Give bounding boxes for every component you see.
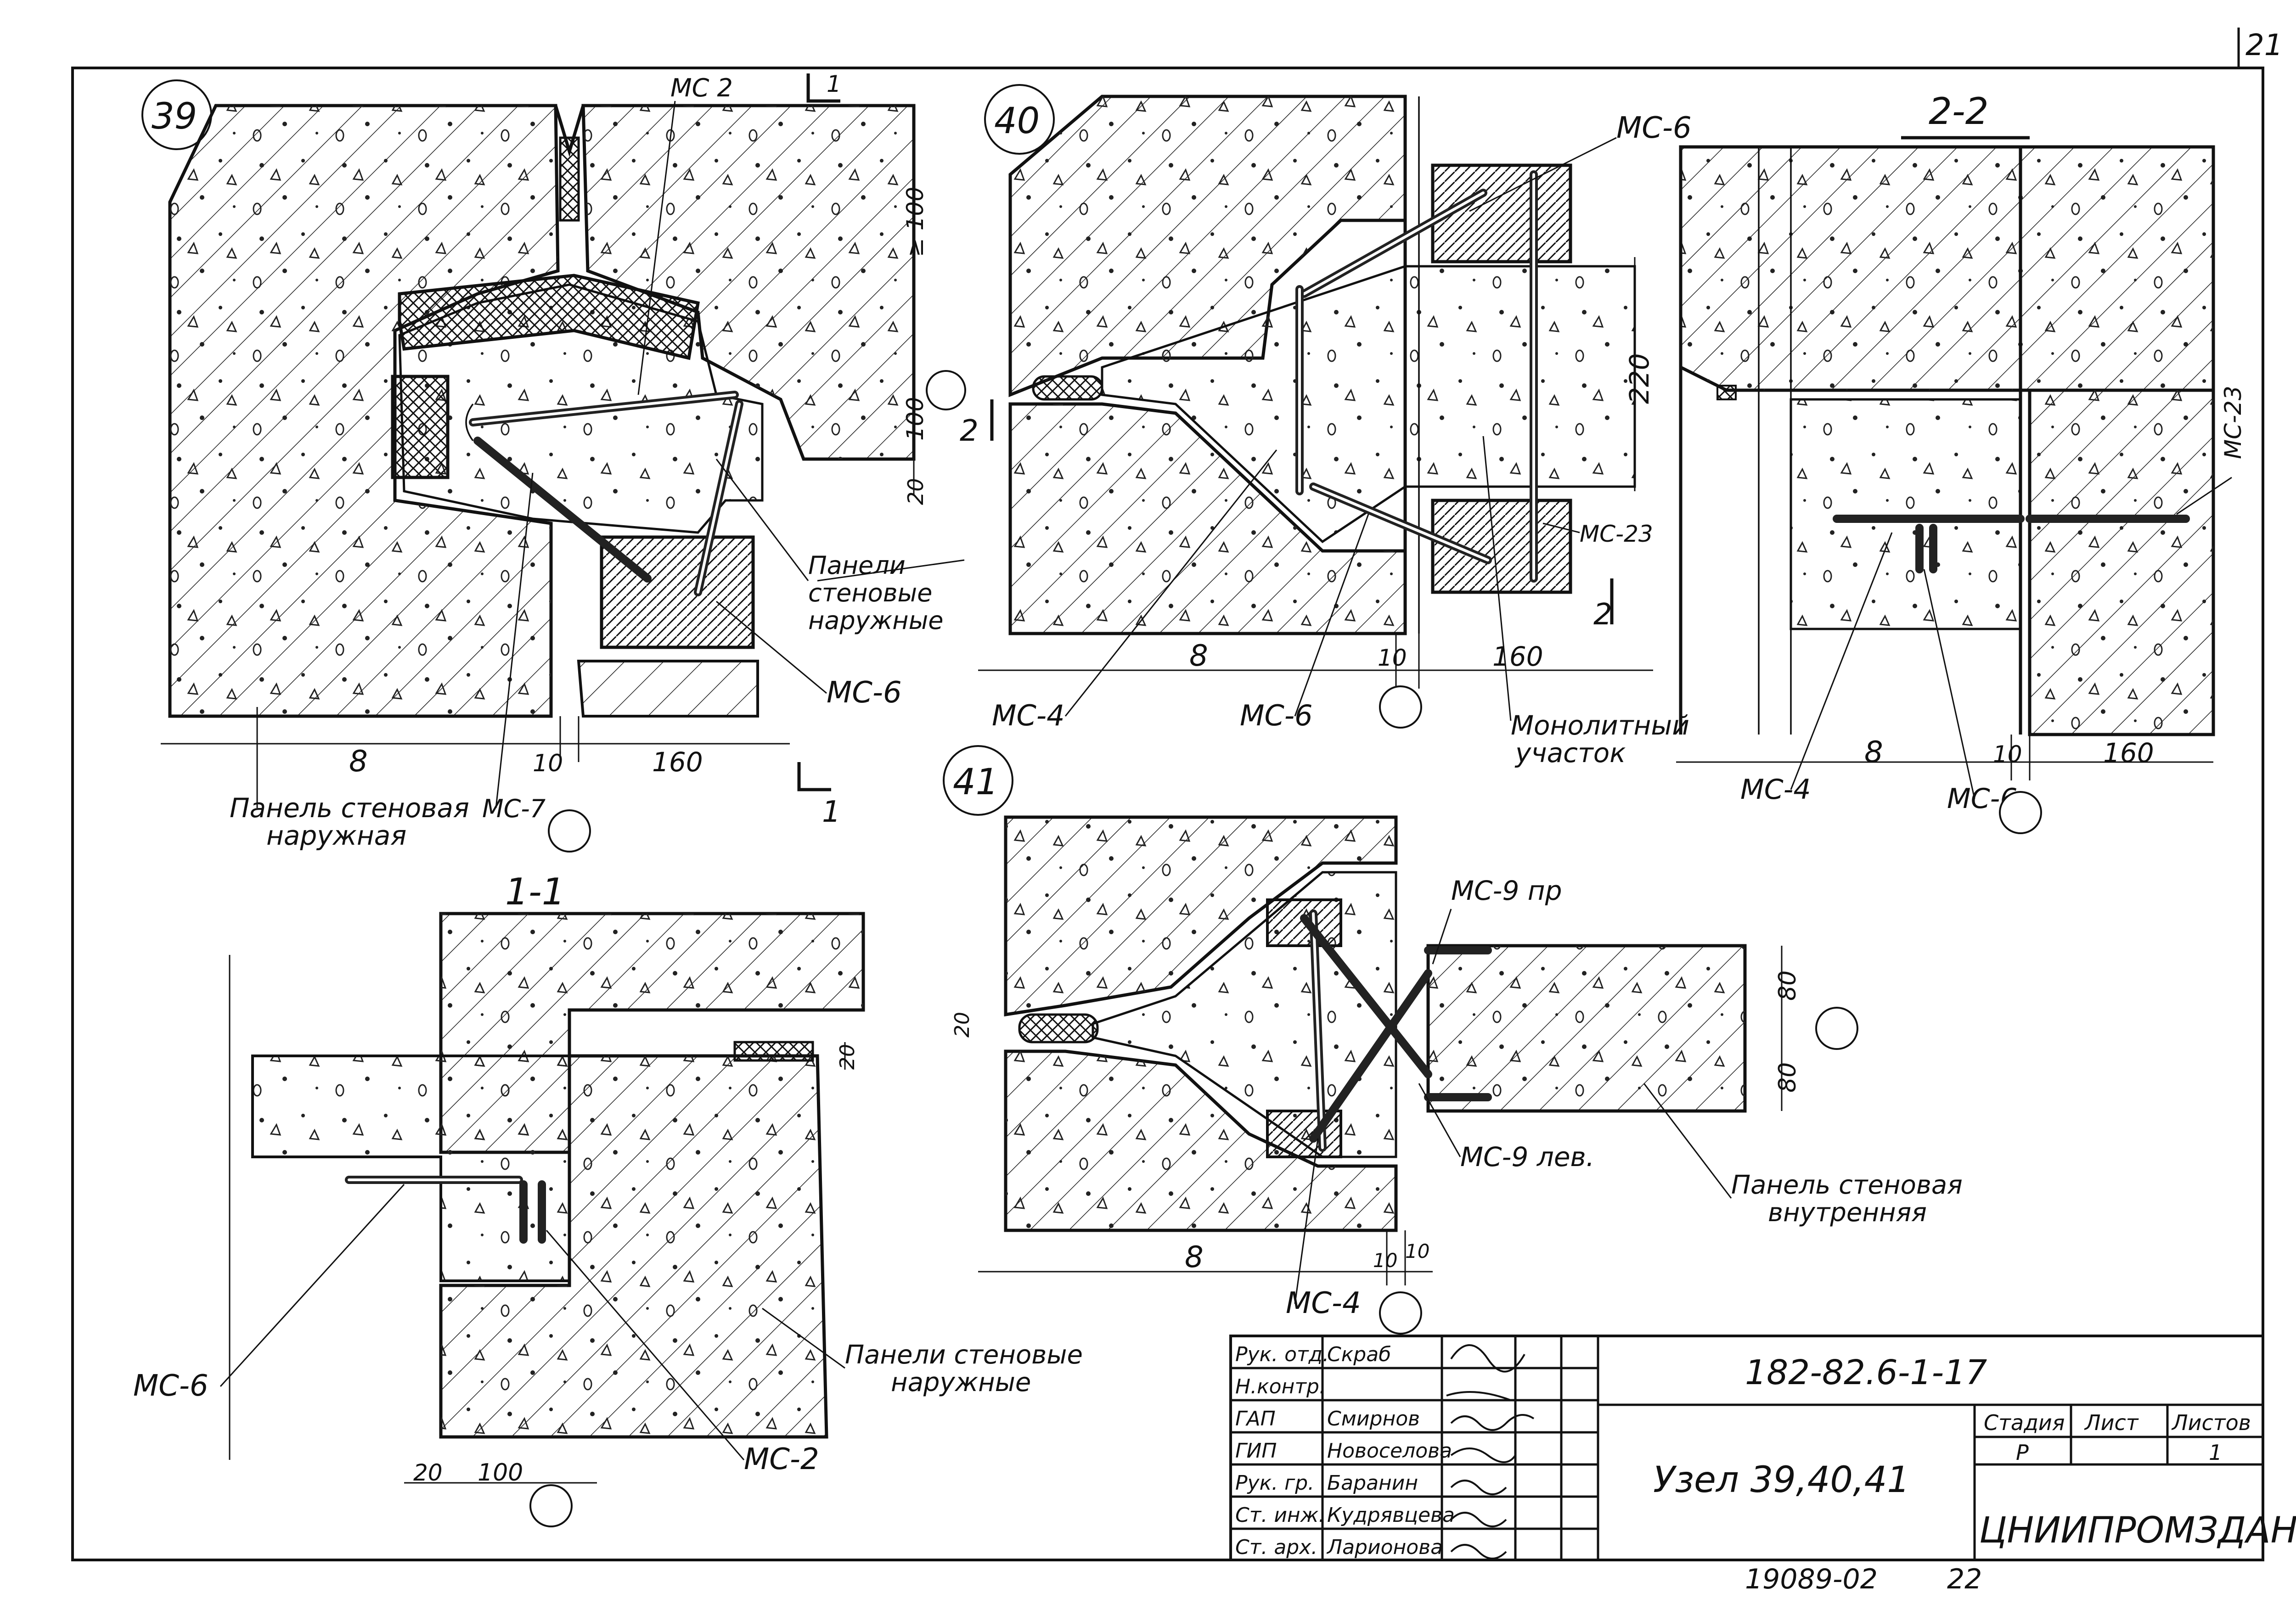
d39-dim-10: 10 — [533, 750, 563, 777]
d39-sec-mark-b: 1 — [822, 795, 841, 829]
bottom-num: 22 — [1947, 1563, 1982, 1595]
s22-dim-10: 10 — [1993, 741, 2022, 768]
role-label: Ст. инж. — [1235, 1503, 1325, 1527]
signature-scribble — [1450, 1414, 1535, 1463]
d40-dim-220: 220 — [1624, 353, 1655, 404]
s11-label-mc6: МС-6 — [133, 1369, 208, 1403]
d39-label-mc6: МС-6 — [827, 676, 902, 710]
d40-dim-10: 10 — [1378, 645, 1407, 671]
d40-sec-mark: 2 — [960, 414, 979, 448]
d40-label-mono-2: участок — [1514, 737, 1626, 769]
detail-41-number: 41 — [953, 762, 998, 803]
detail-39: 39 8 10 160 ≥ 100 100 20 — [141, 71, 966, 853]
role-label: Ст. арх. — [1235, 1536, 1317, 1559]
d40-label-mono-1: Монолитный — [1511, 710, 1689, 741]
s11-title: 1-1 — [505, 870, 565, 913]
org-name: ЦНИИПРОМЗДАНИЙ — [1979, 1509, 2296, 1551]
bottom-code: 19089-02 — [1745, 1563, 1878, 1595]
d41-dim-10a: 10 — [1373, 1249, 1397, 1272]
d39-dim-8: 8 — [349, 745, 368, 779]
d41-dim-8: 8 — [1185, 1240, 1204, 1274]
d39-insulation-top — [398, 274, 700, 360]
detail-41: 41 80 80 20 8 10 10 МС-9 пр МС-9 лев. МС… — [943, 745, 1963, 1335]
role-name: Баранин — [1327, 1471, 1418, 1495]
s11-dim-20b: 20 — [836, 1044, 859, 1070]
s11-label-mc2: МС-2 — [744, 1442, 819, 1476]
s11-dim-20: 20 — [413, 1459, 443, 1486]
d39-dim-20: 20 — [903, 478, 928, 505]
detail-40: 40 220 8 10 160 МС-6 МС-23 — [960, 84, 1692, 769]
d40-label-mc6-top: МС-6 — [1616, 111, 1692, 145]
detail-39-number: 39 — [152, 96, 197, 137]
d39-plate — [600, 535, 755, 649]
d40-label-mc4: МС-4 — [992, 699, 1065, 732]
d41-label-panel-in-2: внутренняя — [1768, 1198, 1927, 1228]
section-1-1: 1-1 20 20 100 МС-6 МС-2 Панели стеновые … — [133, 870, 1083, 1527]
d40-plate-top — [1431, 163, 1572, 264]
d41-dim-80b: 80 — [1774, 1062, 1801, 1093]
d40-monolithic — [1101, 265, 1636, 544]
s11-dim-100: 100 — [478, 1459, 523, 1487]
role-label: ГАП — [1235, 1407, 1276, 1430]
d41-label-mc9pr: МС-9 пр — [1451, 875, 1562, 906]
d39-label-mc2: МС 2 — [670, 73, 733, 102]
role-name: Ларионова — [1326, 1536, 1443, 1559]
d41-dim-20: 20 — [951, 1012, 974, 1038]
signature-scribble — [1446, 1344, 1525, 1401]
s22-label-mc4: МС-4 — [1740, 774, 1811, 806]
role-name: Смирнов — [1327, 1407, 1420, 1430]
role-label: Рук. гр. — [1235, 1471, 1314, 1495]
d39-label-panel-wall-2: наружная — [266, 820, 406, 851]
s11-monolithic — [251, 1055, 571, 1282]
s22-dim-160: 160 — [2103, 737, 2154, 769]
tb-value-stage: Р — [2016, 1440, 2029, 1465]
s11-label-panels-2: наружные — [891, 1368, 1031, 1397]
d40-sec-mark-b: 2 — [1593, 598, 1612, 632]
d39-label-panel-wall-1: Панель стеновая — [230, 792, 469, 824]
role-label: ГИП — [1235, 1439, 1277, 1463]
role-name: Скраб — [1327, 1343, 1391, 1366]
role-label: Рук. отд. — [1235, 1343, 1329, 1366]
d39-label-panels-2: стеновые — [808, 578, 932, 607]
d40-dim-8: 8 — [1189, 639, 1208, 673]
s22-label-mc23: МС-23 — [2220, 386, 2246, 459]
s22-dim-8: 8 — [1864, 735, 1883, 769]
d41-label-panel-in-1: Панель стеновая — [1731, 1170, 1963, 1200]
section-2-2: 2-2 МС-23 8 10 160 МС-4 МС-6 — [1676, 90, 2246, 834]
detail-40-number: 40 — [994, 101, 1040, 142]
s22-title: 2-2 — [1929, 90, 1989, 133]
s11-label-panels-1: Панели стеновые — [845, 1340, 1083, 1370]
d39-sec-mark: 1 — [827, 71, 841, 97]
d41-label-mc4: МС-4 — [1286, 1286, 1361, 1320]
d39-label-mc7: МС-7 — [482, 794, 546, 823]
d40-dim-160: 160 — [1492, 641, 1543, 672]
page-number: 21 — [2245, 28, 2283, 62]
d39-dim-100top: ≥ 100 — [902, 187, 929, 257]
tb-header-sheets: Листов — [2171, 1410, 2251, 1435]
s22-monolithic — [1790, 398, 2022, 630]
d40-label-mc6-bot: МС-6 — [1240, 699, 1313, 732]
signature-scribble — [1450, 1480, 1507, 1560]
title-block-roles: Рук. отд. Скраб Н.контр. ГАП Смирнов ГИП… — [1235, 1343, 1455, 1559]
d41-label-mc9lev: МС-9 лев. — [1460, 1141, 1594, 1172]
d39-dim-100: 100 — [902, 397, 929, 441]
d39-insulation-left — [391, 375, 450, 479]
role-name: Новоселова — [1327, 1439, 1452, 1463]
doc-code: 182-82.6-1-17 — [1745, 1353, 1987, 1392]
drawing-title: Узел 39,40,41 — [1653, 1459, 1910, 1501]
role-label: Н.контр. — [1235, 1375, 1326, 1398]
d41-dim-10b: 10 — [1405, 1240, 1429, 1262]
tb-header-sheet: Лист — [2084, 1410, 2139, 1435]
sheet-frame — [71, 67, 2264, 1561]
d40-label-mc23: МС-23 — [1580, 521, 1653, 547]
d39-dim-160: 160 — [652, 746, 703, 778]
d39-label-panels-3: наружные — [808, 606, 943, 635]
d41-dim-80a: 80 — [1774, 970, 1801, 1001]
tb-value-sheets: 1 — [2209, 1440, 2222, 1465]
title-block: Рук. отд. Скраб Н.контр. ГАП Смирнов ГИП… — [1229, 1335, 2296, 1561]
role-name: Кудрявцева — [1327, 1503, 1455, 1527]
tb-header-stage: Стадия — [1984, 1410, 2065, 1435]
